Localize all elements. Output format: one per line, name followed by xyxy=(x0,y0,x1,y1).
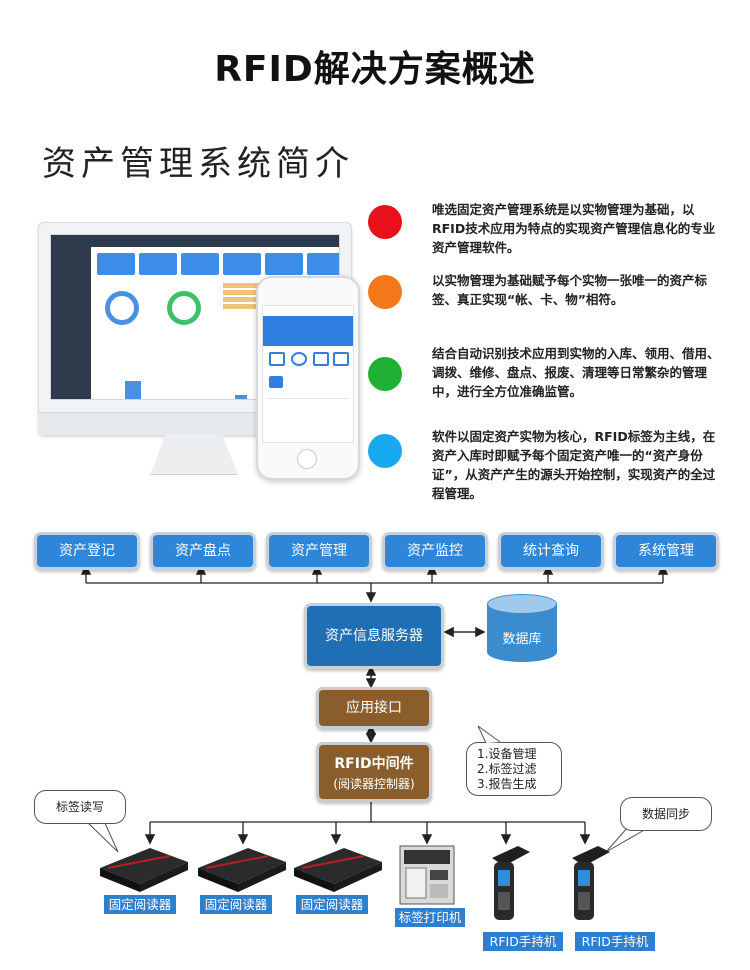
bullet-dot-green xyxy=(368,357,402,391)
rfid-handheld-icon xyxy=(572,846,610,920)
intro-point-text: 以实物管理为基础赋予每个实物一张唯一的资产标签、真正实现“帐、卡、物”相符。 xyxy=(432,273,708,307)
bullet-dot-red xyxy=(368,205,402,239)
dashboard-card xyxy=(223,253,261,275)
phone-screen xyxy=(262,305,354,443)
monitor-stand xyxy=(150,434,238,475)
intro-point-text: 结合自动识别技术应用到实物的入库、领用、借用、调拨、维修、盘点、报废、清理等日常… xyxy=(432,346,720,399)
function-item: 2.标签过滤 xyxy=(477,762,537,776)
dashboard-card xyxy=(97,253,135,275)
dashboard-header xyxy=(51,235,339,247)
function-item: 1.设备管理 xyxy=(477,747,537,761)
fixed-reader-icon xyxy=(294,848,382,892)
intro-point-text: 唯选固定资产管理系统是以实物管理为基础，以RFID技术应用为特点的实现资产管理信… xyxy=(432,202,716,255)
module-asset-inventory: 资产盘点 xyxy=(150,532,256,570)
refresh-icon xyxy=(291,352,307,366)
device-label-rfid-handheld: RFID手持机 xyxy=(483,932,563,951)
asset-info-server: 资产信息服务器 xyxy=(304,603,444,669)
dashboard-card xyxy=(139,253,177,275)
database-label: 数据库 xyxy=(502,632,542,647)
bullet-dot-orange xyxy=(368,275,402,309)
donut-chart-icon xyxy=(105,291,139,325)
module-asset-register: 资产登记 xyxy=(34,532,140,570)
dashboard-card xyxy=(181,253,219,275)
section-title: 资产管理系统简介 xyxy=(42,144,354,184)
tag-read-write-callout: 标签读写 xyxy=(34,790,126,824)
device-label-rfid-handheld: RFID手持机 xyxy=(575,932,655,951)
page-title: RFID解决方案概述 xyxy=(214,49,536,90)
dashboard-card xyxy=(307,253,339,275)
bar-chart-icon xyxy=(125,381,141,399)
device-label-tag-printer: 标签打印机 xyxy=(395,908,465,927)
function-item: 3.报告生成 xyxy=(477,777,537,791)
device-label-fixed-reader: 固定阅读器 xyxy=(200,895,272,914)
module-statistics-query: 统计查询 xyxy=(498,532,604,570)
module-asset-management: 资产管理 xyxy=(266,532,372,570)
device-label-fixed-reader: 固定阅读器 xyxy=(104,895,176,914)
middleware-subtitle: (阅读器控制器) xyxy=(333,777,415,791)
donut-chart-icon xyxy=(167,291,201,325)
calendar-icon xyxy=(269,376,283,388)
list-icon xyxy=(313,352,329,366)
scan-icon xyxy=(269,352,285,366)
fixed-reader-icon xyxy=(100,848,188,892)
module-system-management: 系统管理 xyxy=(613,532,719,570)
data-sync-callout: 数据同步 xyxy=(620,797,712,831)
middleware-functions-callout: 1.设备管理 2.标签过滤 3.报告生成 xyxy=(466,742,562,796)
dashboard-card xyxy=(265,253,303,275)
phone-home-button xyxy=(297,449,317,469)
divider xyxy=(267,398,349,399)
intro-point-text: 软件以固定资产实物为核心，RFID标签为主线，在资产入库时即赋予每个固定资产唯一… xyxy=(432,429,716,501)
rfid-handheld-icon xyxy=(492,846,530,920)
device-label-fixed-reader: 固定阅读器 xyxy=(296,895,368,914)
fixed-reader-icon xyxy=(198,848,286,892)
bar-chart-icon xyxy=(235,395,247,399)
database-cylinder-top xyxy=(487,594,557,614)
application-interface: 应用接口 xyxy=(316,687,432,729)
rfid-middleware: RFID中间件 (阅读器控制器) xyxy=(316,742,432,802)
dashboard-sidebar xyxy=(51,247,91,399)
tag-printer-icon xyxy=(399,845,455,905)
legend-icon xyxy=(223,283,259,311)
bullet-dot-blue xyxy=(368,434,402,468)
module-asset-monitoring: 资产监控 xyxy=(382,532,488,570)
settings-icon xyxy=(333,352,349,366)
middleware-title: RFID中间件 xyxy=(334,756,414,772)
phone-stats-bar xyxy=(263,316,353,346)
